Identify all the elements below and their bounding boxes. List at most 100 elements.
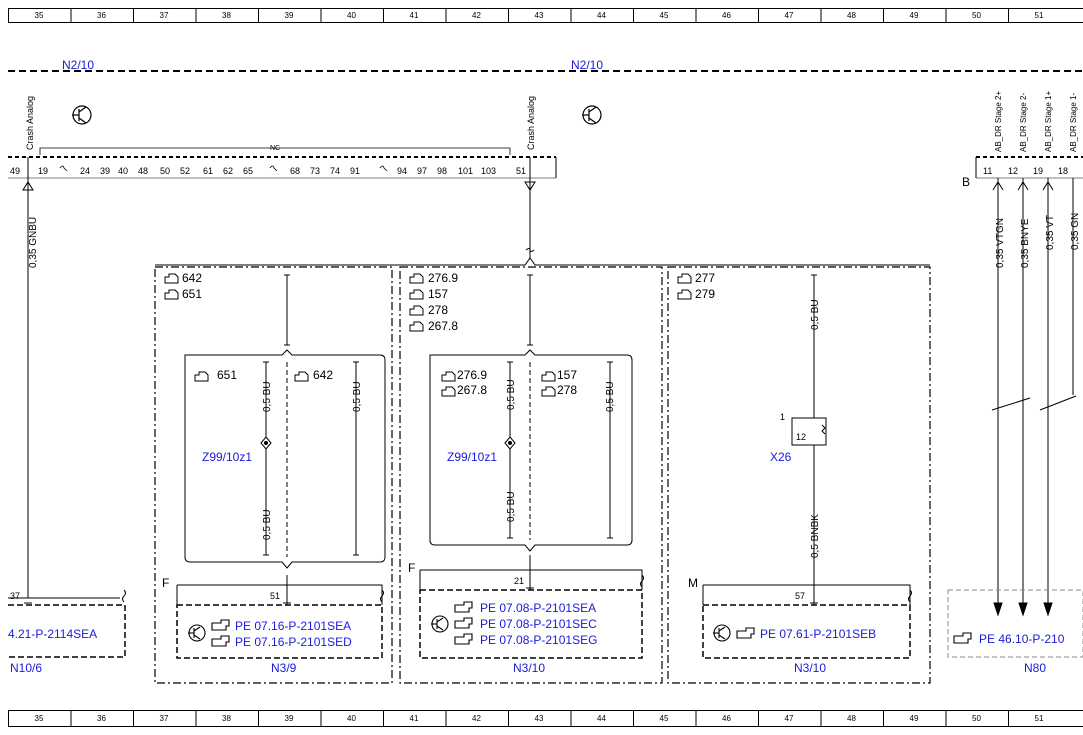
ruler-label: 47	[785, 11, 794, 20]
label-n3-9[interactable]: N3/9	[271, 661, 297, 675]
wire-label: 0,5 BU	[506, 379, 517, 410]
splice-z99-left[interactable]: Z99/10z1	[202, 450, 252, 464]
inner-variant-label: 276.9	[457, 368, 487, 382]
ruler-label: 44	[597, 11, 606, 20]
label-n80[interactable]: N80	[1024, 661, 1046, 675]
variant-icon	[677, 273, 692, 284]
variant-icon	[409, 273, 424, 284]
ruler-label: 46	[722, 714, 731, 723]
splice-z99-right[interactable]: Z99/10z1	[447, 450, 497, 464]
variant-277: 277	[695, 271, 715, 285]
pin-gap-icon	[59, 165, 68, 172]
pin-51: 51	[516, 166, 526, 176]
x26-label[interactable]: X26	[770, 450, 792, 464]
wire-crash-right	[524, 157, 536, 258]
ruler-label: 50	[972, 11, 981, 20]
ruler-label: 43	[535, 714, 544, 723]
bottom-ruler	[8, 710, 1083, 727]
ref-n310-c[interactable]: PE 07.08-P-2101SEG	[480, 633, 597, 647]
stage-labels: AB_DR Stage 2+AB_DR Stage 2-AB_DR Stage …	[994, 91, 1078, 152]
component-top-lines	[8, 569, 912, 605]
inner-variant-label: 278	[557, 383, 577, 397]
pin-gap-icon	[379, 165, 388, 172]
wire-label: 0,5 BU	[262, 381, 273, 412]
hand-pointer-icon	[211, 635, 230, 647]
pin-number: 74	[330, 166, 340, 176]
pin-number: 24	[80, 166, 90, 176]
ruler-label: 42	[472, 11, 481, 20]
variant-icon	[409, 289, 424, 300]
n2-label-left[interactable]: N2/10	[62, 58, 94, 72]
pin-number: 97	[417, 166, 427, 176]
variant-icon	[164, 273, 179, 284]
ref-n80[interactable]: PE 46.10-P-210	[979, 632, 1065, 646]
vertical-wires	[265, 178, 1074, 615]
ref-n10[interactable]: 4.21-P-2114SEA	[8, 627, 97, 641]
connector-57: 57	[795, 591, 805, 601]
wire-break-ticks	[263, 181, 1077, 617]
variant-icon	[164, 289, 179, 300]
ruler-label: 47	[785, 714, 794, 723]
b-pin-number: 12	[1008, 166, 1018, 176]
ruler-label: 40	[347, 714, 356, 723]
ref-n310-m[interactable]: PE 07.61-P-2101SEB	[760, 627, 876, 641]
ref-n310-b[interactable]: PE 07.08-P-2101SEC	[480, 617, 597, 631]
ruler-label: 49	[910, 11, 919, 20]
variant-276-9: 276.9	[428, 271, 458, 285]
connector-37: 37	[10, 591, 20, 601]
distribution-bus	[155, 257, 930, 266]
ruler-label: 45	[660, 714, 669, 723]
ruler-label: 35	[35, 11, 44, 20]
ref-n310-a[interactable]: PE 07.08-P-2101SEA	[480, 601, 596, 615]
wire-gnbu	[22, 157, 34, 598]
pin-number: 91	[350, 166, 360, 176]
variant-279: 279	[695, 287, 715, 301]
x26-connector-icon	[791, 417, 827, 446]
b-pin-number: 19	[1033, 166, 1043, 176]
wire-label: 0,5 BU	[810, 299, 821, 330]
hand-pointer-icon	[454, 633, 473, 645]
connector-m: M	[688, 576, 698, 590]
pin-number: 68	[290, 166, 300, 176]
ref-icons	[211, 601, 972, 647]
label-n3-10-b[interactable]: N3/10	[794, 661, 826, 675]
nc-bracket	[39, 147, 511, 155]
crash-analog-right-label: Crash Analog	[526, 96, 536, 150]
ruler-label: 51	[1035, 11, 1044, 20]
wire-label: 0,35 BNYE	[1020, 218, 1031, 268]
ruler-label: 43	[535, 11, 544, 20]
wire-label: 0,35 GN	[1070, 213, 1081, 250]
ruler-label: 35	[35, 714, 44, 723]
n2-label-right[interactable]: N2/10	[571, 58, 603, 72]
wire-label: 0,35 VTGN	[995, 218, 1006, 268]
wire-label: 0,5 BU	[605, 381, 616, 412]
top-ruler	[8, 8, 1083, 23]
variant-icon	[541, 371, 556, 382]
stage-label: AB_DR Stage 2-	[1019, 93, 1028, 152]
transistor-icon	[72, 105, 602, 125]
ruler-label: 45	[660, 11, 669, 20]
label-n10-6[interactable]: N10/6	[10, 661, 42, 675]
inner-dividers	[286, 362, 531, 557]
component-transistor-icon	[188, 615, 731, 642]
wire-label: 0,5 BU	[262, 509, 273, 540]
ref-n39-a[interactable]: PE 07.16-P-2101SEA	[235, 619, 351, 633]
inner-variant-label: 157	[557, 368, 577, 382]
inner-variant-label: 651	[217, 368, 237, 382]
label-n3-10-a[interactable]: N3/10	[513, 661, 545, 675]
variant-icon	[441, 386, 456, 397]
variant-icon	[441, 371, 456, 382]
ruler-label: 41	[410, 11, 419, 20]
ruler-label: 39	[285, 11, 294, 20]
hand-pointer-icon	[211, 619, 230, 631]
pin-number: 62	[223, 166, 233, 176]
ruler-label: 40	[347, 11, 356, 20]
ref-n39-b[interactable]: PE 07.16-P-2101SED	[235, 635, 352, 649]
ruler-label: 37	[160, 714, 169, 723]
b-pin-number: 18	[1058, 166, 1068, 176]
variant-boxes	[154, 266, 931, 684]
